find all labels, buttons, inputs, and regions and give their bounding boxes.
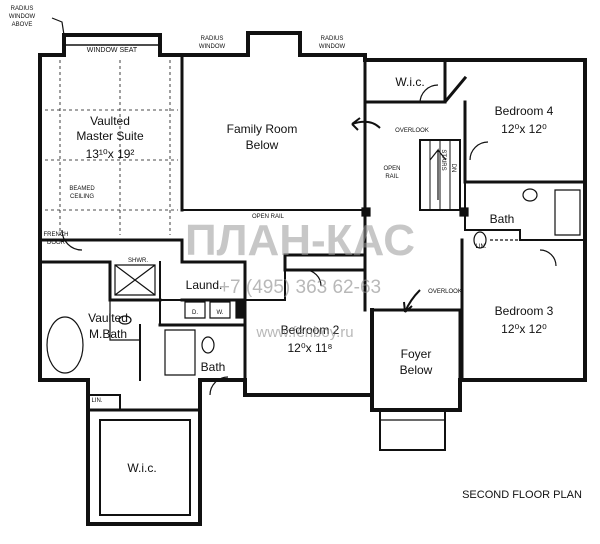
french-door-line1: FRENCH (44, 232, 69, 238)
radius-window-left-line1: RADIUS (201, 36, 224, 42)
overlook-top-label: OVERLOOK (395, 128, 429, 134)
watermark: ПЛАН-КАС +7 (495) 363 62-63 www.fenboy.r… (185, 216, 415, 341)
master-suite-line2: Master Suite (76, 129, 144, 143)
stairs-label: STAIRS (440, 149, 446, 170)
watermark-phone: +7 (495) 363 62-63 (219, 277, 381, 298)
radius-window-above-line1: RADIUS (11, 6, 34, 12)
washer-label: W. (217, 310, 224, 316)
linen-left-label: LIN. (91, 398, 102, 404)
bedroom-4-dimensions: 12⁰x 12⁰ (501, 122, 547, 136)
beamed-ceiling-line1: BEAMED (69, 186, 95, 192)
radius-window-left-line2: WINDOW (199, 44, 226, 50)
shower-label: SHWR. (128, 258, 148, 264)
radius-window-right-line1: RADIUS (321, 36, 344, 42)
stairs-down-label: DN (450, 164, 456, 173)
master-suite-dimensions: 13¹⁰x 19² (86, 147, 135, 161)
master-suite-line1: Vaulted (90, 114, 130, 128)
bedroom-2-dimensions: 12⁰x 11⁸ (287, 341, 332, 355)
bedroom-4-name: Bedroom 4 (495, 104, 554, 118)
foyer-line1: Foyer (401, 347, 432, 361)
room-labels: Vaulted Master Suite 13¹⁰x 19² Family Ro… (76, 75, 553, 475)
wic-top-label: W.i.c. (395, 75, 424, 89)
notes: RADIUS WINDOW ABOVE WINDOW SEAT RADIUS W… (9, 6, 487, 404)
laundry-label: Laund. (186, 278, 223, 292)
plan-caption: SECOND FLOOR PLAN (462, 489, 582, 501)
overlook-bottom-label: OVERLOOK (428, 289, 462, 295)
radius-window-right-line2: WINDOW (319, 44, 346, 50)
family-room-line1: Family Room (227, 122, 298, 136)
master-bath-line1: Vaulted (88, 311, 128, 325)
open-rail-line1: OPEN (383, 166, 400, 172)
radius-window-above-line3: ABOVE (12, 22, 33, 28)
bedroom-2-name: Bedroom 2 (281, 323, 340, 337)
bath-middle-label: Bath (201, 360, 226, 374)
master-bath-line2: M.Bath (89, 327, 127, 341)
bath-right-label: Bath (490, 212, 515, 226)
watermark-site: www.fenboy.ru (255, 324, 353, 341)
french-door-line2: DOOR (47, 240, 66, 246)
open-rail-mid-label: OPEN RAIL (252, 214, 285, 220)
foyer-line2: Below (400, 363, 433, 377)
radius-window-above-line2: WINDOW (9, 14, 36, 20)
fixtures (45, 17, 581, 421)
family-room-line2: Below (246, 138, 279, 152)
wic-bottom-label: W.i.c. (127, 461, 156, 475)
watermark-brand: ПЛАН-КАС (185, 216, 415, 265)
bedroom-3-dimensions: 12⁰x 12⁰ (501, 322, 547, 336)
bedroom-3-name: Bedroom 3 (495, 304, 554, 318)
window-seat-label: WINDOW SEAT (87, 47, 138, 54)
open-rail-line2: RAIL (385, 174, 399, 180)
dryer-label: D. (192, 310, 198, 316)
linen-right-label: LIN. (475, 244, 486, 250)
beamed-ceiling-line2: CEILING (70, 194, 94, 200)
